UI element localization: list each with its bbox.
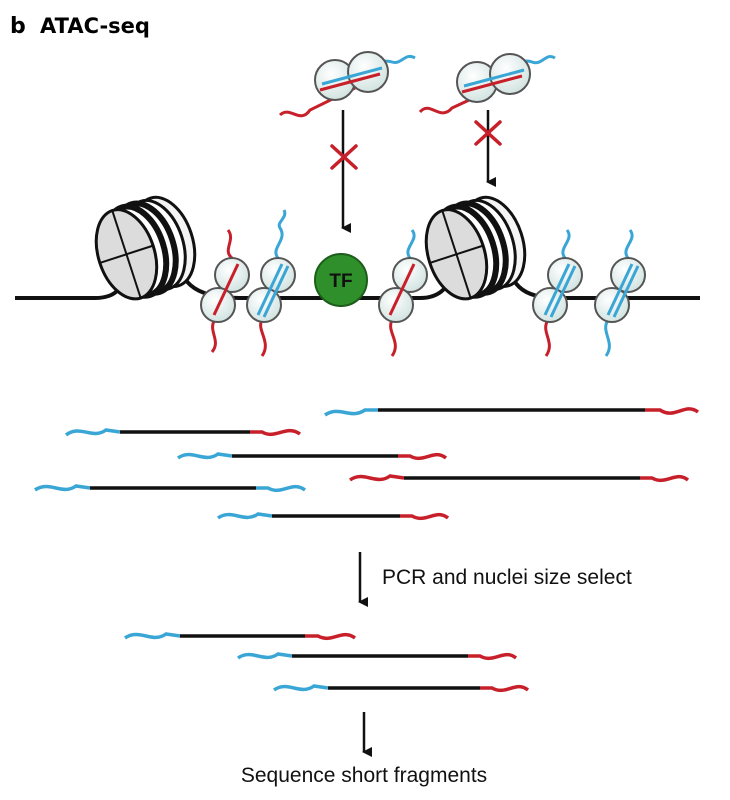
selected-fragment-list	[124, 632, 530, 693]
panel-title: ATAC-seq	[40, 14, 150, 38]
dna-fragment	[236, 652, 518, 661]
fragment-list	[34, 407, 700, 521]
tn5-transposase-icon	[418, 53, 556, 115]
dna-fragment	[216, 512, 450, 521]
nucleosome-icon	[94, 195, 197, 301]
step-sequence-fragments: Sequence short fragments	[241, 764, 487, 787]
tn5-transposase-icon	[594, 229, 646, 357]
dna-fragment	[124, 632, 357, 641]
tn5-transposase-icon	[200, 229, 250, 353]
step-pcr-size-select: PCR and nuclei size select	[382, 566, 632, 589]
tn5-transposase-icon	[378, 229, 428, 357]
panel-letter: b	[10, 14, 26, 39]
dna-fragment	[176, 452, 448, 461]
dna-fragment	[348, 474, 690, 483]
nucleosome-icon	[424, 195, 527, 301]
dna-fragment	[272, 684, 530, 693]
dna-fragment	[324, 407, 700, 417]
tf-icon: TF	[314, 253, 368, 307]
tn5-transposase-icon	[278, 51, 416, 118]
blocked-x-icon	[330, 144, 358, 170]
tn5-transposase-icon	[246, 209, 296, 357]
dna-fragment	[34, 484, 307, 493]
tn5-transposase-icon	[532, 229, 583, 357]
dna-fragment	[64, 428, 302, 437]
blocked-x-icon	[474, 120, 502, 146]
tf-label: TF	[329, 271, 352, 292]
